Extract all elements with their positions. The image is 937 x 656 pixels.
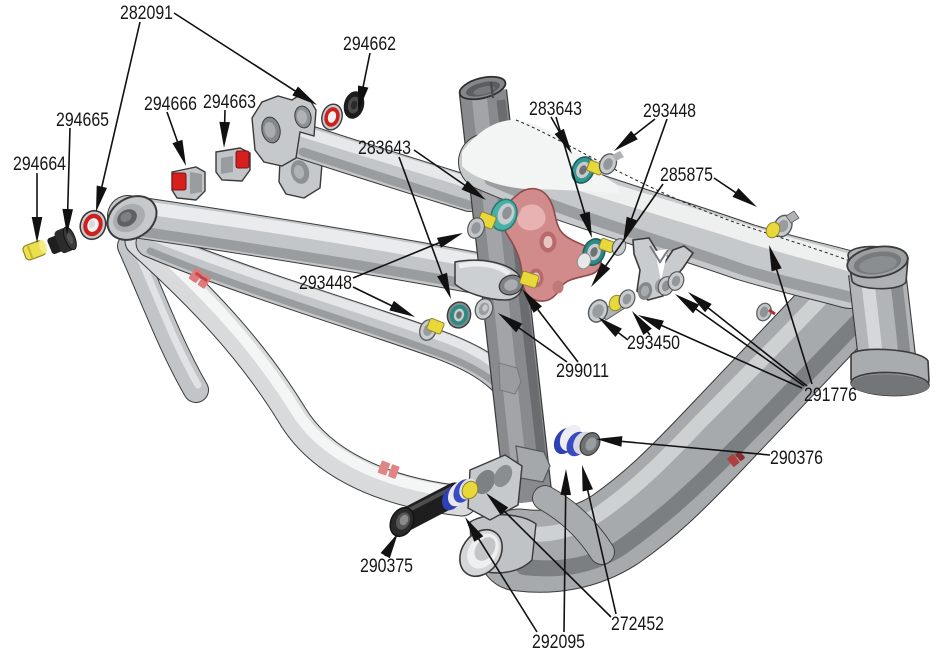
svg-text:294664: 294664 (13, 153, 66, 175)
svg-text:294662: 294662 (343, 33, 396, 55)
svg-text:294663: 294663 (203, 91, 256, 113)
svg-text:290375: 290375 (360, 555, 413, 577)
svg-text:294666: 294666 (144, 93, 197, 115)
svg-text:293448: 293448 (299, 272, 352, 294)
svg-text:293450: 293450 (627, 332, 680, 354)
svg-text:292095: 292095 (532, 631, 585, 653)
svg-text:282091: 282091 (120, 2, 173, 24)
svg-text:272452: 272452 (611, 613, 664, 635)
svg-text:283643: 283643 (529, 98, 582, 120)
svg-text:293448: 293448 (643, 100, 696, 122)
svg-text:283643: 283643 (358, 137, 411, 159)
svg-text:285875: 285875 (660, 164, 713, 186)
svg-text:291776: 291776 (804, 384, 857, 406)
svg-text:294665: 294665 (56, 109, 109, 131)
svg-text:299011: 299011 (556, 360, 609, 382)
svg-text:290376: 290376 (770, 447, 823, 469)
